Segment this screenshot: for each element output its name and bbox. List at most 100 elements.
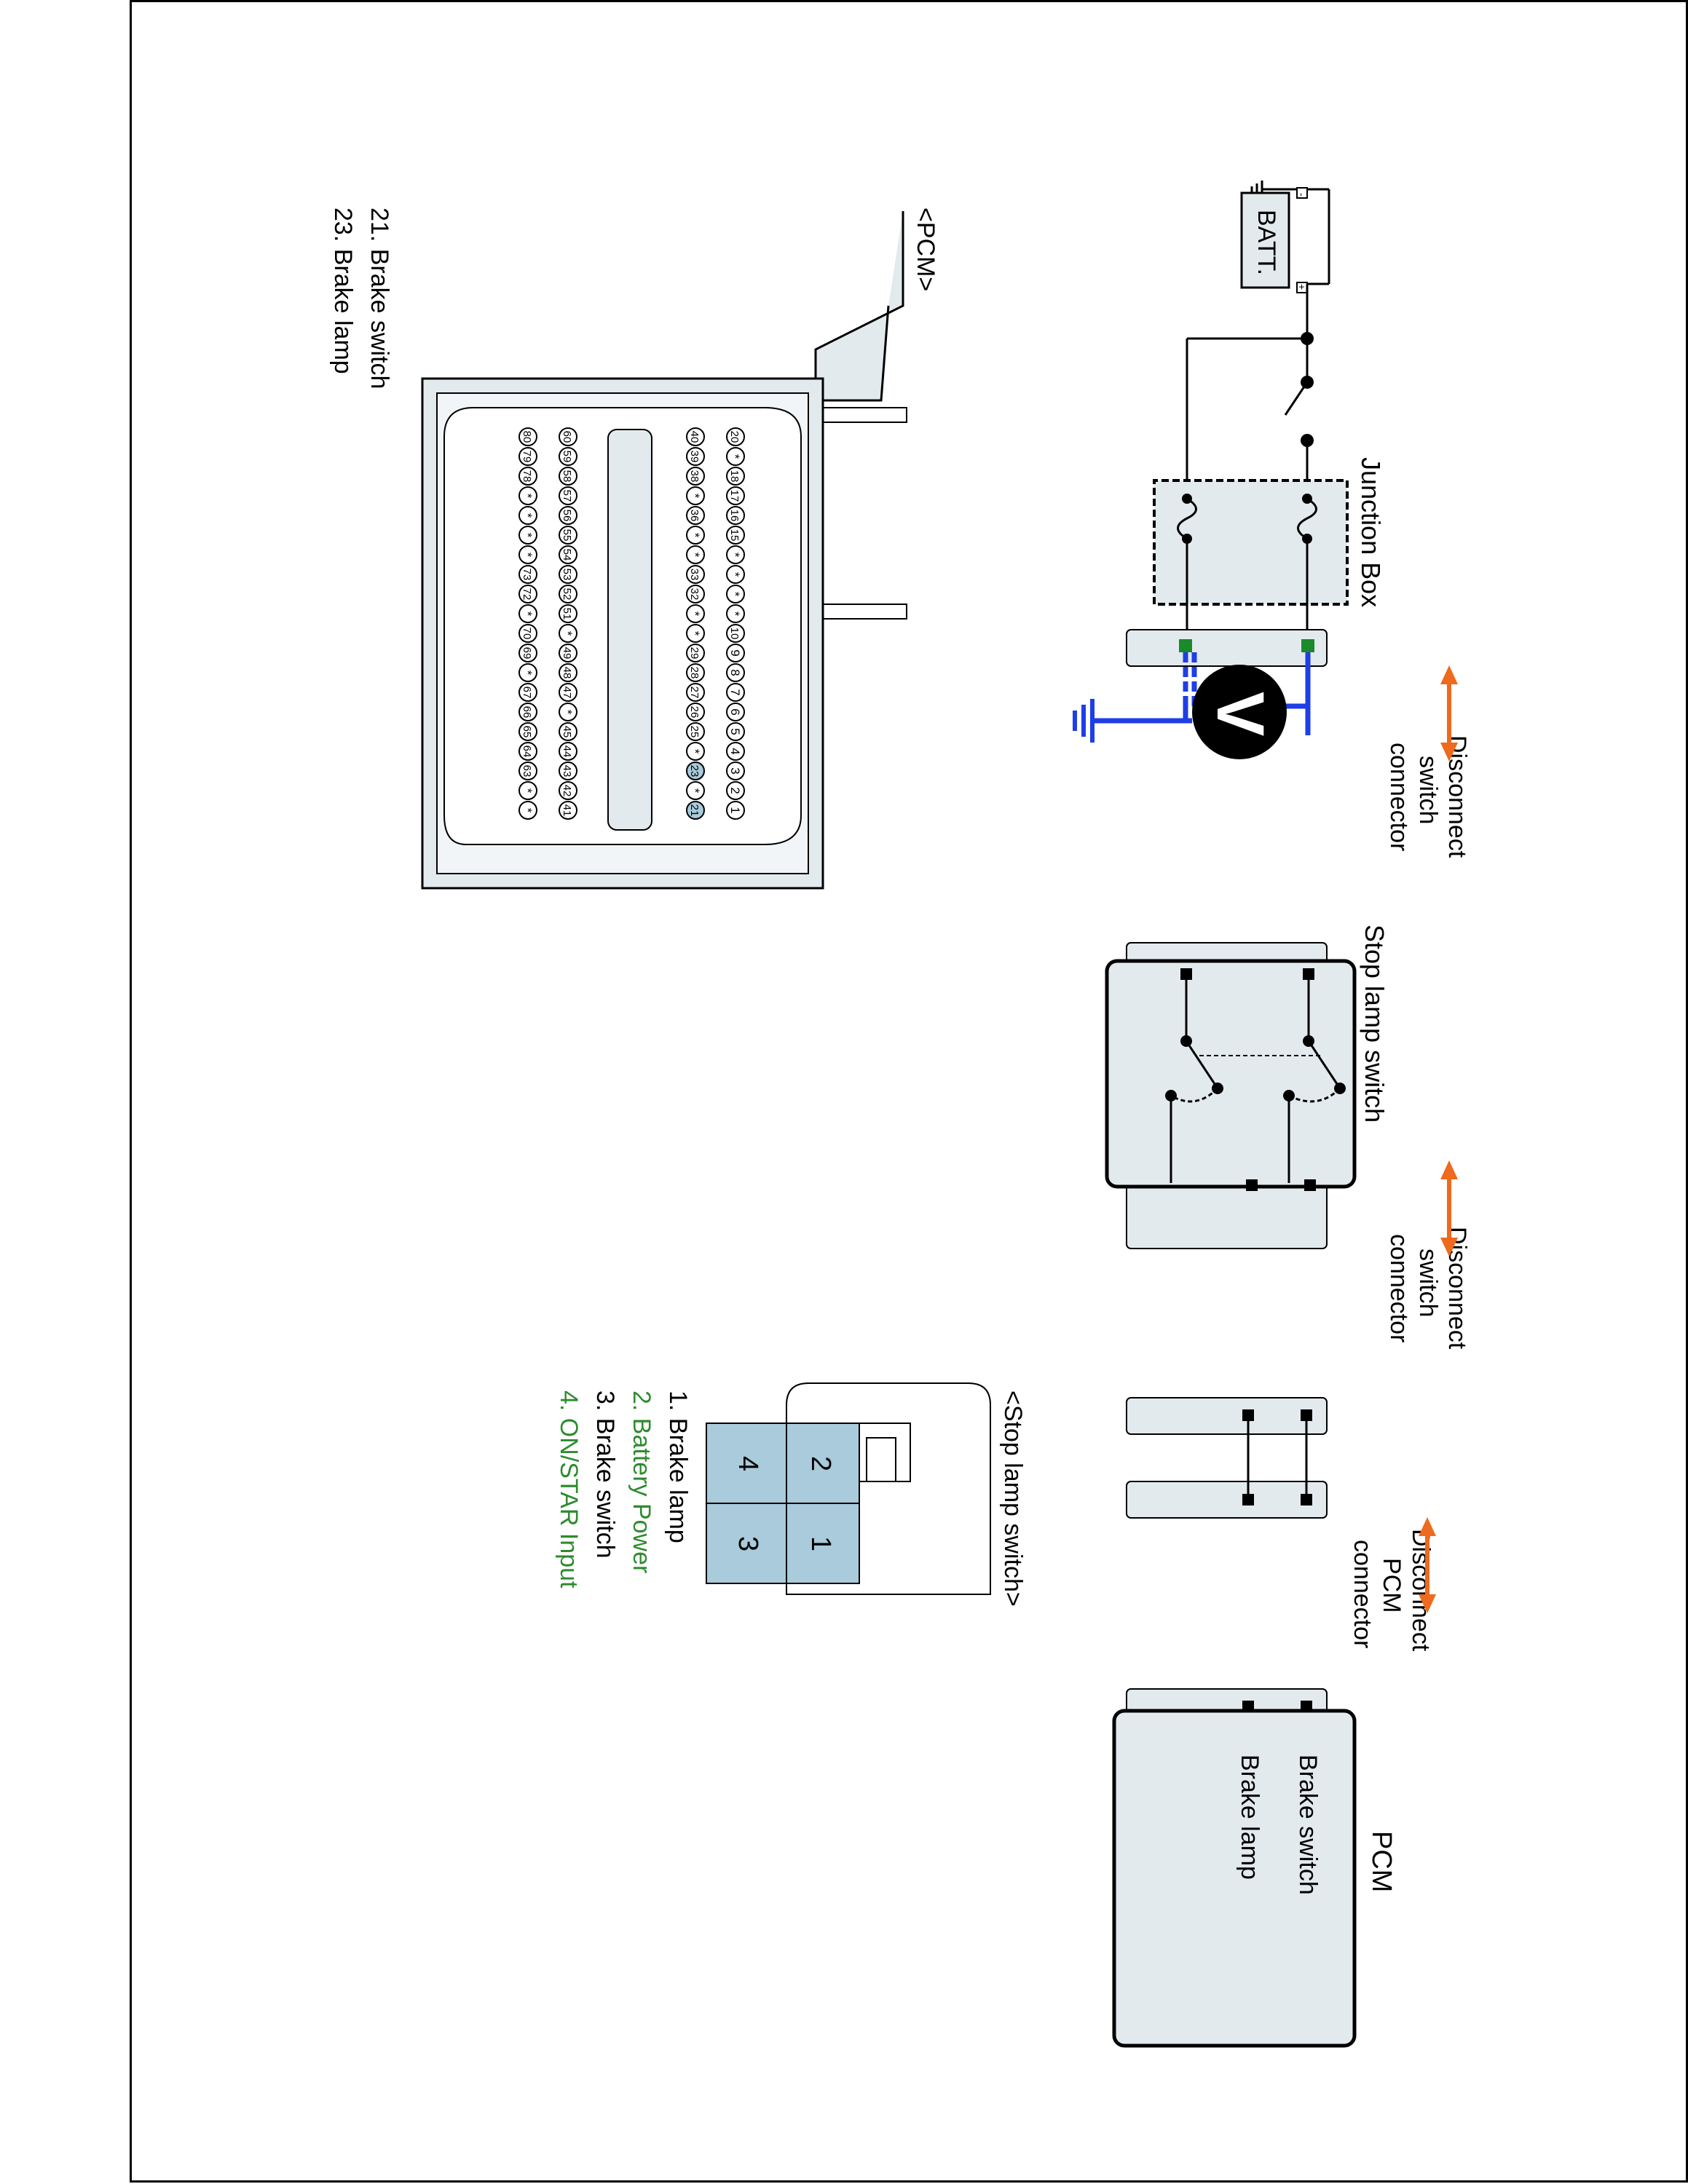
pcm-pin-label: 39 [688, 451, 701, 463]
pcm-pin-label: * [521, 553, 535, 558]
pcm-pin-label: * [728, 454, 742, 459]
pcm-pin-6 [726, 703, 745, 721]
pcm-pin-label: 5 [728, 728, 742, 735]
pcm-pin-label: 10 [728, 628, 741, 640]
pcm-pin-10 [726, 624, 745, 643]
pcm-module: Brake switch Brake lamp PCM [1112, 1688, 1397, 2048]
pcm-brake-lamp-label: Brake lamp [1236, 1754, 1263, 1880]
pcm-pin-65 [518, 722, 537, 741]
pcm-pin-label: 56 [561, 510, 573, 522]
pcm-pin-label: * [728, 592, 742, 597]
pcm-pin-69 [518, 644, 537, 662]
pcm-pin-label: * [521, 808, 535, 813]
pcm-pin-label: 64 [521, 745, 533, 758]
pcm-pin-empty [518, 801, 537, 820]
pcm-pin-label: 17 [728, 490, 741, 502]
pcm-pin-label: 38 [688, 470, 701, 483]
pcm-pin-55 [559, 526, 577, 545]
pcm-pin-label: 52 [561, 588, 573, 601]
pcm-pin-8 [726, 663, 745, 682]
pcm-pin-57 [559, 486, 577, 505]
pcm-pin-label: * [688, 631, 702, 636]
pcm-title-label: PCM [1366, 1831, 1397, 1892]
pcm-pin-18 [726, 467, 745, 486]
stop-legend-1: 1. Brake lamp [664, 1390, 692, 1543]
pcm-pin-label: * [688, 788, 702, 794]
pcm-pin-16 [726, 506, 745, 525]
pcm-pin-label: 9 [728, 649, 742, 656]
pcm-legend: 21. Brake switch 23. Brake lamp [329, 207, 393, 389]
pcm-pin-39 [686, 447, 705, 466]
pcm-pin-40 [686, 427, 705, 446]
voltmeter-label: V [1203, 692, 1277, 736]
orange-arrow-icon [1440, 1160, 1458, 1257]
pcm-pin-26 [686, 703, 705, 721]
pcm-pin-empty [686, 604, 705, 623]
pcm-pin-label: 7 [728, 689, 742, 695]
battery-label: BATT. [1253, 210, 1280, 275]
pcm-pin-70 [518, 624, 537, 643]
pcm-pin-47 [559, 683, 577, 702]
pcm-pin-label: 21 [688, 804, 701, 817]
pcm-pin-label: 45 [561, 726, 573, 738]
pcm-pin-empty [726, 565, 745, 584]
pcm-pin-3 [726, 761, 745, 780]
pcm-pin-79 [518, 447, 537, 466]
pcm-pin-label: 29 [688, 647, 701, 660]
pcm-pin-label: 48 [561, 667, 573, 679]
pcm-pin-empty [726, 604, 745, 623]
circuit-diagram: - + BATT. Junction Box [329, 181, 1471, 2048]
pcm-pin-empty [518, 545, 537, 564]
pcm-pin-label: * [521, 788, 535, 794]
pcm-pin-empty [518, 526, 537, 545]
pcm-pin-1 [726, 801, 745, 820]
pcm-pin-label: 26 [688, 706, 701, 719]
pcm-pin-44 [559, 742, 577, 761]
pcm-pin-32 [686, 585, 705, 604]
pcm-pin-28 [686, 663, 705, 682]
pcm-pin-empty [518, 486, 537, 505]
pcm-pin-59 [559, 447, 577, 466]
pcm-pin-label: 20 [728, 431, 741, 443]
rotated-diagram: - + BATT. Junction Box [0, 160, 1471, 2068]
pcm-pin-label: 32 [688, 588, 701, 601]
pcm-pin-label: * [728, 572, 742, 577]
pcm-pin-label: * [521, 513, 535, 518]
pcm-pin-label: 41 [561, 804, 573, 817]
pcm-pin-label: * [521, 670, 535, 676]
pcm-pin-25 [686, 722, 705, 741]
stop-pin-1: 1 [805, 1536, 836, 1551]
stop-lamp-legend: 1. Brake lamp 2. Battery Power 3. Brake … [555, 1390, 692, 1588]
disconnect-switch-label-2: Disconnect switch connector [1385, 1227, 1471, 1356]
orange-arrow-icon [1419, 1517, 1436, 1613]
pcm-pin-label: 53 [561, 569, 573, 581]
pcm-pin-56 [559, 506, 577, 525]
pcm-pin-label: 47 [561, 687, 573, 699]
junction-box-label: Junction Box [1356, 457, 1386, 607]
stop-lamp-switch: Stop lamp switch [1105, 925, 1389, 1249]
stop-lamp-connector-title: <Stop lamp switch> [999, 1390, 1027, 1607]
pcm-pin-label: 69 [521, 647, 533, 660]
pcm-pin-63 [518, 761, 537, 780]
pcm-pin-73 [518, 565, 537, 584]
pcm-pin-label: 70 [521, 628, 533, 640]
pcm-pin-empty [686, 486, 705, 505]
pcm-pin-78 [518, 467, 537, 486]
pcm-pin-label: 15 [728, 529, 741, 542]
pcm-pin-label: * [561, 631, 575, 636]
pcm-pin-empty [686, 545, 705, 564]
pcm-pin-17 [726, 486, 745, 505]
pcm-pin-label: 80 [521, 431, 533, 443]
pcm-pin-empty [726, 447, 745, 466]
pcm-pin-empty [518, 663, 537, 682]
pcm-pin-66 [518, 703, 537, 721]
stop-lamp-switch-label: Stop lamp switch [1360, 925, 1389, 1123]
pcm-pin-label: 25 [688, 726, 701, 738]
pcm-pin-9 [726, 644, 745, 662]
pcm-pin-23 [686, 761, 705, 780]
pcm-pin-label: 2 [728, 787, 742, 794]
pcm-pin-29 [686, 644, 705, 662]
pcm-pin-empty [559, 703, 577, 721]
disconnect-switch-connector-1: V Disconnect switch connector [1073, 629, 1471, 858]
junction-box: Junction Box [1153, 282, 1386, 641]
